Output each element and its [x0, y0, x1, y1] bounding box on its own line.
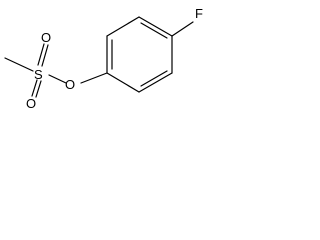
ring-double-bond-3	[140, 22, 168, 39]
atom-labels: F O S O O	[26, 6, 203, 111]
ring-bond-4	[138, 16, 173, 37]
sulfur-label: S	[34, 67, 43, 82]
bond-ring-fluorine	[171, 21, 194, 37]
bond-sulfur-oxygen-top-a	[37, 43, 45, 66]
ring-bond-1	[106, 72, 140, 93]
ring-bond-5	[106, 16, 140, 37]
ring-double-bond-2	[140, 70, 168, 87]
oxygen-ester-label: O	[65, 77, 75, 92]
bonds	[4, 16, 194, 98]
bond-oxygen-ring	[80, 72, 108, 84]
bond-sulfur-oxygen-bottom-a	[31, 79, 38, 97]
oxygen-bottom-label: O	[26, 96, 36, 111]
bond-methyl-sulfur	[4, 57, 34, 72]
ring-bond-2	[138, 72, 173, 93]
structure-diagram: F O S O O	[4, 6, 203, 111]
fluorine-label: F	[195, 6, 203, 21]
bond-sulfur-oxygen-bottom-b	[35, 80, 42, 98]
bond-sulfur-oxygen-ester	[48, 74, 67, 84]
bond-sulfur-oxygen-top-b	[41, 44, 49, 67]
oxygen-top-label: O	[41, 30, 51, 45]
